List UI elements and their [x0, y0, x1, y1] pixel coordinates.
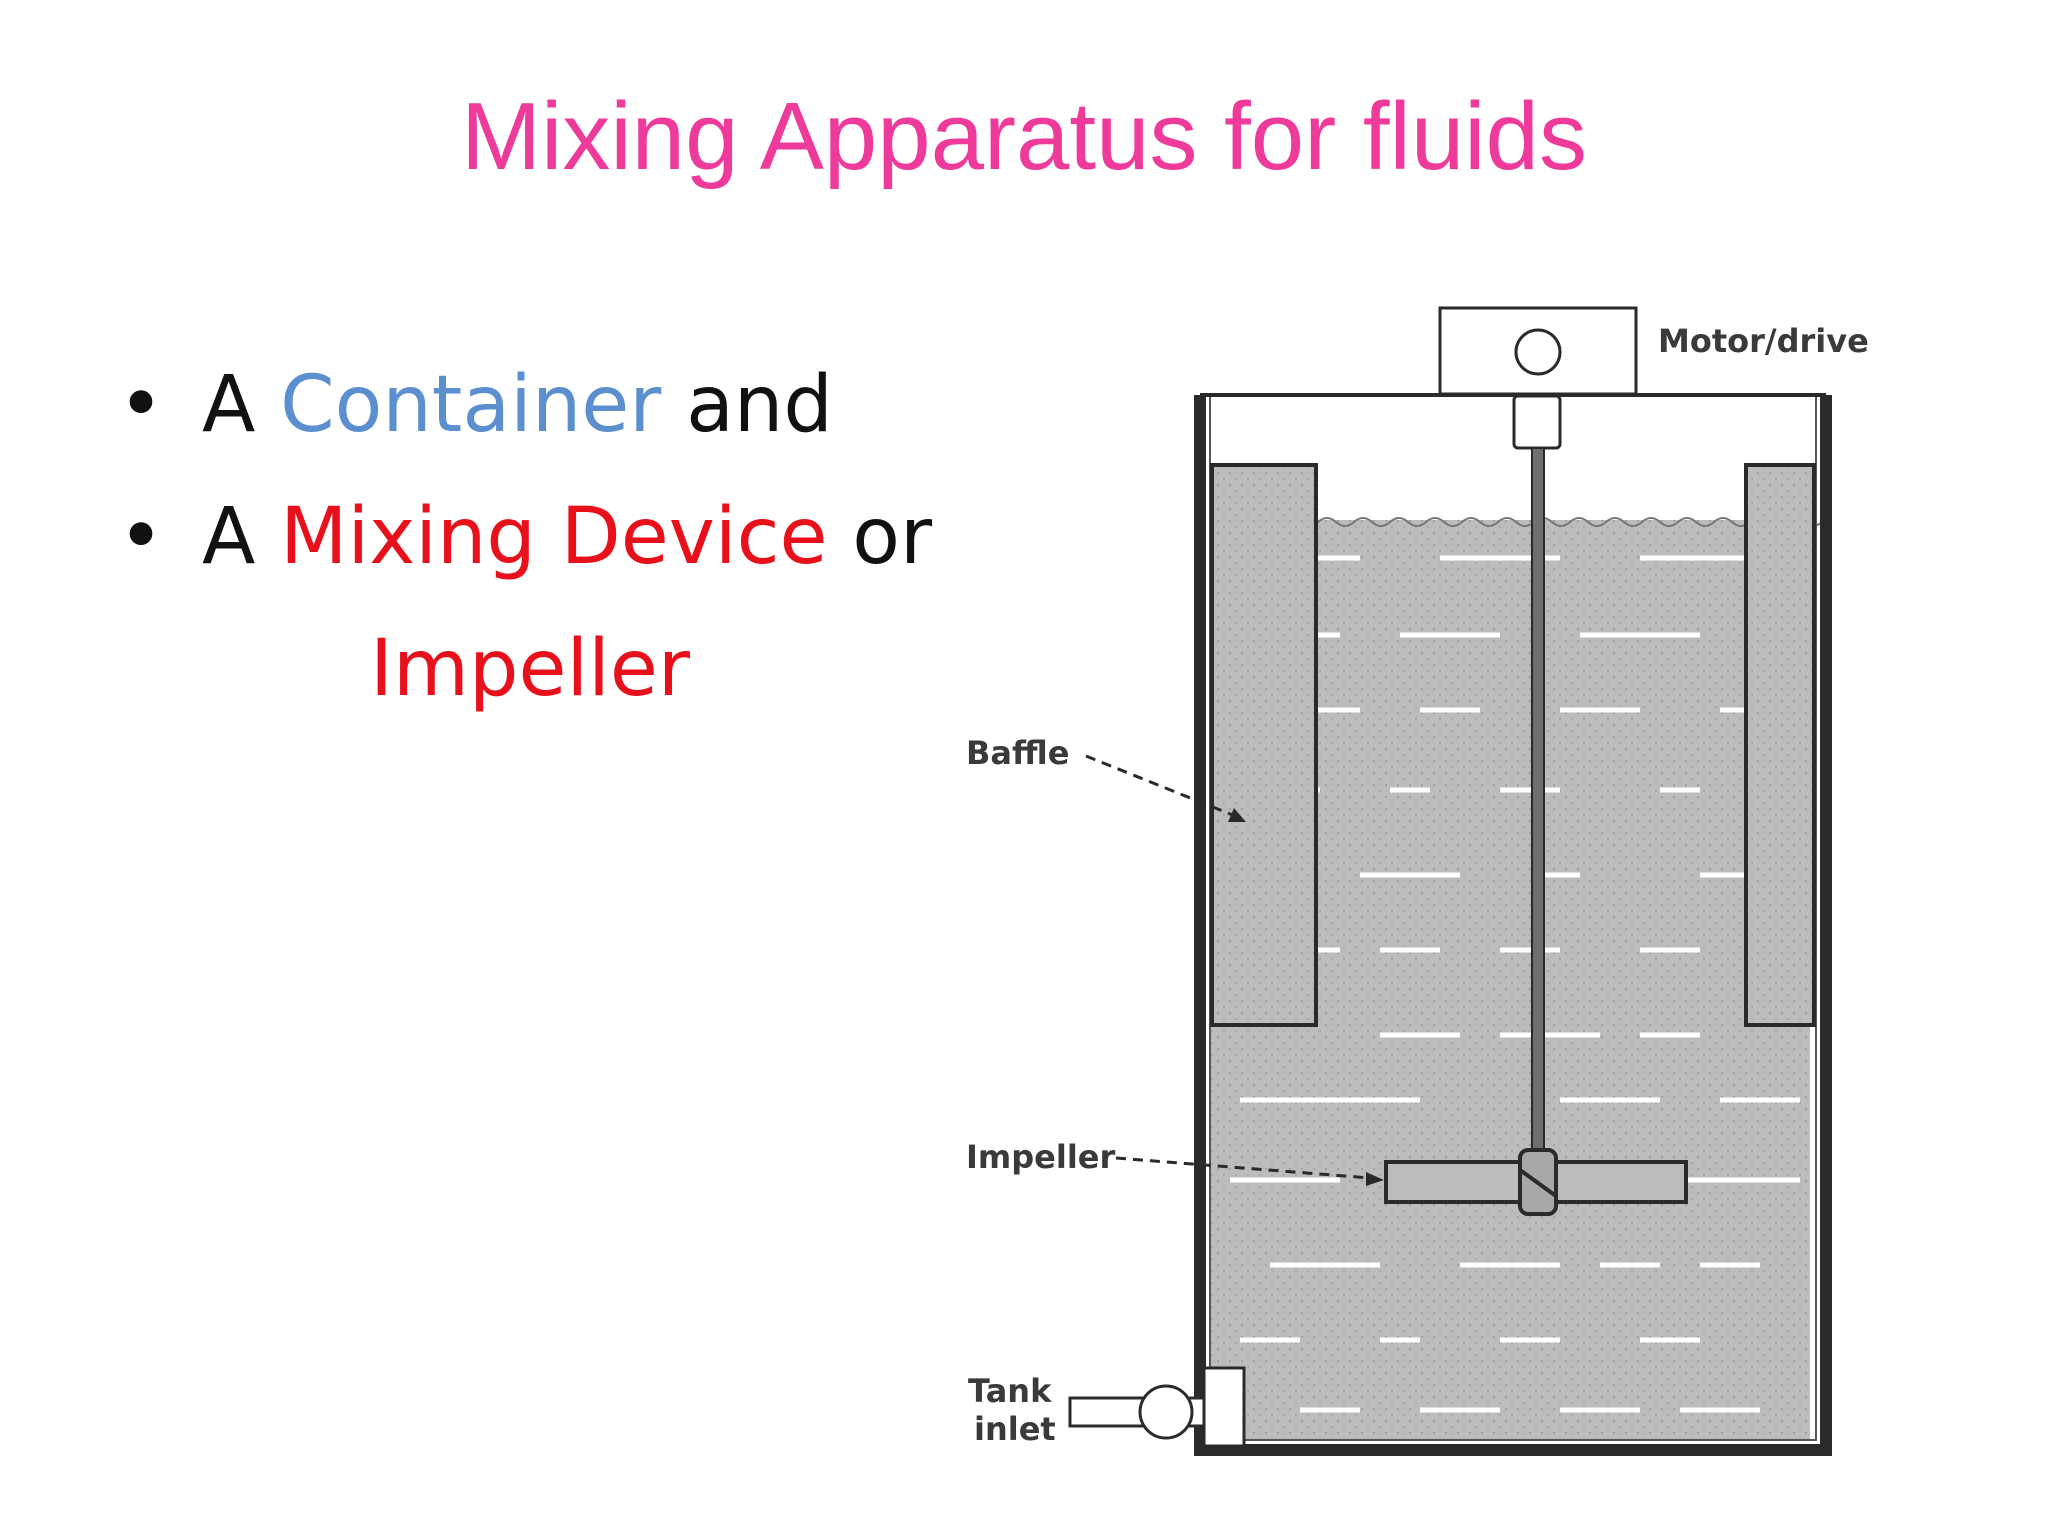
baffle-arrowhead [1228, 808, 1246, 822]
label-motor: Motor/drive [1658, 322, 1869, 360]
bullet-text: A Mixing Device or [202, 492, 932, 582]
label-tank-inlet-line1: Tank [968, 1372, 1052, 1410]
label-tank-inlet-line2: inlet [974, 1410, 1056, 1448]
bullet-suffix: and [661, 360, 833, 450]
bullet-suffix: or [827, 492, 933, 582]
left-baffle [1210, 463, 1318, 1027]
slide-title: Mixing Apparatus for fluids [461, 83, 1587, 190]
bullet-highlight-container: Container [280, 360, 662, 450]
motor-shaft-icon [1514, 328, 1562, 376]
shaft-coupling [1512, 394, 1562, 450]
label-impeller: Impeller [966, 1138, 1116, 1176]
impeller-leader [1115, 1156, 1371, 1180]
tank-wall [1194, 395, 1832, 1456]
mixing-tank-diagram: Motor/drive Baffle Impeller Tank inlet [966, 306, 1869, 1456]
label-baffle: Baffle [966, 734, 1069, 772]
baffle-leader [1085, 754, 1241, 820]
bullet-highlight-mixing-device: Mixing Device [280, 492, 828, 582]
bullet-marker: • [118, 360, 165, 450]
inlet-flange [1202, 1366, 1246, 1448]
bullet-continuation-impeller: Impeller [370, 624, 690, 714]
right-baffle [1744, 463, 1816, 1027]
inlet-valve [1138, 1384, 1194, 1440]
bullet-prefix: A [202, 360, 281, 450]
bullet-text: A Container and [202, 360, 833, 450]
bullet-marker: • [118, 492, 165, 582]
impeller-shaft [1531, 447, 1545, 1169]
impeller-arrowhead [1366, 1172, 1384, 1186]
bullet-prefix: A [202, 492, 281, 582]
